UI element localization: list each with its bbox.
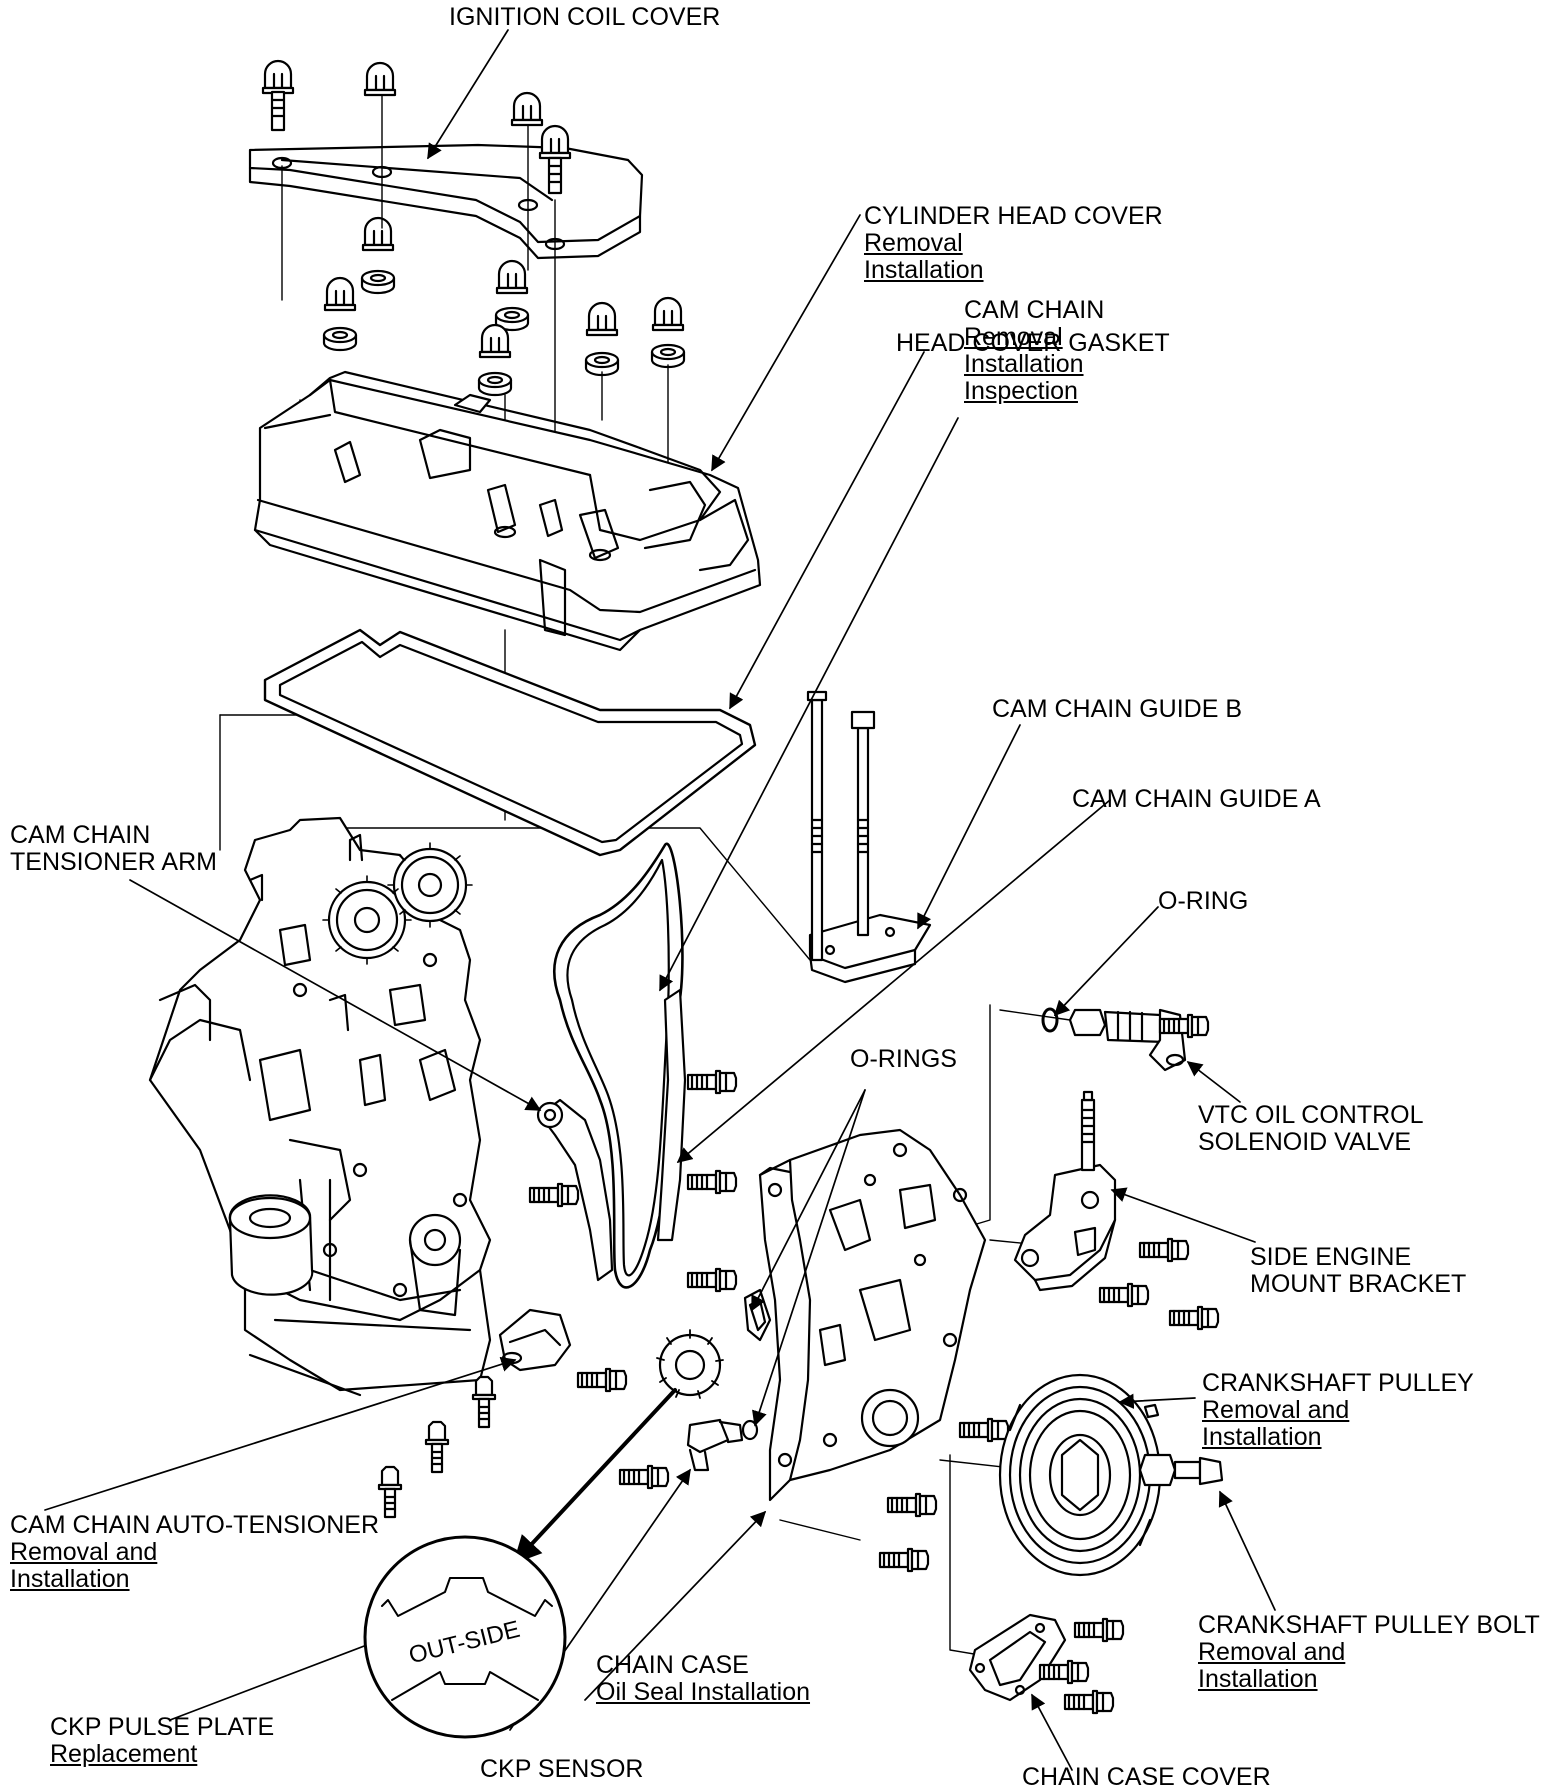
label-title: CYLINDER HEAD COVER [864,202,1163,230]
label-cam-chain: CAM CHAIN Removal Installation Inspectio… [964,297,1104,405]
link-installation[interactable]: Installation [964,350,1084,378]
label-o-rings: O-RINGS [850,1046,957,1073]
label-title: CRANKSHAFT PULLEY BOLT [1198,1611,1540,1639]
link-installation[interactable]: Installation [1198,1665,1318,1693]
label-ckp-sensor: CKP SENSOR [480,1756,643,1783]
label-title: CAM CHAIN GUIDE A [1072,785,1321,813]
label-ckp-pulse-plate: CKP PULSE PLATE Replacement [50,1714,274,1768]
label-cam-chain-guide-a: CAM CHAIN GUIDE A [1072,786,1321,813]
engine-block [148,816,492,1397]
label-cylinder-head-cover: CYLINDER HEAD COVER Removal Installation [864,203,1163,284]
crankshaft-pulley [998,1373,1162,1577]
coil-cover-bolts [261,59,572,195]
label-o-ring: O-RING [1158,888,1248,915]
link-removal-and[interactable]: Removal and [10,1538,158,1566]
link-installation[interactable]: Installation [10,1565,130,1593]
link-oil-seal-installation[interactable]: Oil Seal Installation [596,1678,811,1706]
leader-lines [44,29,1276,1771]
label-cam-chain-auto-tensioner: CAM CHAIN AUTO-TENSIONER Removal and Ins… [10,1512,379,1593]
chain-case-cover [968,1613,1067,1702]
cam-chain-tensioner-arm [536,1098,614,1282]
link-installation[interactable]: Installation [1202,1423,1322,1451]
label-title: CHAIN CASE COVER [1022,1763,1271,1791]
cylinder-head-cover [253,370,762,652]
guide-b-long-bolts [806,690,876,962]
label-head-cover-gasket: HEAD COVER GASKET [896,330,1170,357]
label-title: CHAIN CASE [596,1651,749,1679]
chain-case [758,1128,987,1502]
ckp-pulse-plate-detail-inset: OUT-SIDE [363,1535,567,1739]
label-title: CAM CHAIN [964,296,1105,324]
crankshaft-pulley-bolt [1138,1403,1224,1487]
label-cam-chain-tensioner-arm: CAM CHAIN TENSIONER ARM [10,822,217,876]
cam-chain-auto-tensioner [498,1308,572,1372]
label-title-line-2: TENSIONER ARM [10,848,217,876]
cam-chain-guide-a [656,988,687,1242]
ckp-detail-arrow [513,1388,677,1565]
side-engine-mount-bracket [1013,1090,1117,1292]
label-title: O-RING [1158,887,1249,915]
label-crankshaft-pulley: CRANKSHAFT PULLEY Removal and Installati… [1202,1370,1474,1451]
label-chain-case-cover: CHAIN CASE COVER [1022,1764,1271,1791]
label-title: IGNITION COIL COVER [449,3,721,31]
head-cover-gasket [263,628,757,857]
link-removal[interactable]: Removal [964,323,1063,351]
vtc-oil-control-solenoid-valve [1068,1008,1210,1072]
label-title-line-1: SIDE ENGINE [1250,1243,1412,1271]
label-title: CRANKSHAFT PULLEY [1202,1369,1474,1397]
label-title: CAM CHAIN GUIDE B [992,695,1243,723]
cam-chain-guide-b [808,913,932,984]
link-installation[interactable]: Installation [864,256,984,284]
label-title-line-2: SOLENOID VALVE [1198,1128,1412,1156]
link-removal-and[interactable]: Removal and [1202,1396,1350,1424]
label-ignition-coil-cover: IGNITION COIL COVER [449,4,720,31]
label-title-line-1: CAM CHAIN [10,821,151,849]
ignition-coil-cover-plate [248,143,644,260]
label-vtc-oil-control-solenoid-valve: VTC OIL CONTROL SOLENOID VALVE [1198,1102,1424,1156]
label-side-engine-mount-bracket: SIDE ENGINE MOUNT BRACKET [1250,1244,1466,1298]
label-cam-chain-guide-b: CAM CHAIN GUIDE B [992,696,1242,723]
label-title: CAM CHAIN AUTO-TENSIONER [10,1511,380,1539]
label-title: HEAD COVER GASKET [896,329,1170,357]
ckp-pulse-plate [656,1329,724,1399]
label-title: CKP PULSE PLATE [50,1713,275,1741]
mount-bracket-bolts [1098,1237,1220,1331]
link-replacement[interactable]: Replacement [50,1740,198,1768]
label-title-line-2: MOUNT BRACKET [1250,1270,1467,1298]
link-removal-and[interactable]: Removal and [1198,1638,1346,1666]
label-title: O-RINGS [850,1045,957,1073]
head-cover-nuts [322,216,686,397]
label-title: CKP SENSOR [480,1755,644,1783]
link-removal[interactable]: Removal [864,229,963,257]
link-inspection[interactable]: Inspection [964,377,1078,405]
label-chain-case: CHAIN CASE Oil Seal Installation [596,1652,810,1706]
label-crankshaft-pulley-bolt: CRANKSHAFT PULLEY BOLT Removal and Insta… [1198,1612,1540,1693]
ckp-sensor [618,1418,744,1490]
label-title-line-1: VTC OIL CONTROL [1198,1101,1424,1129]
